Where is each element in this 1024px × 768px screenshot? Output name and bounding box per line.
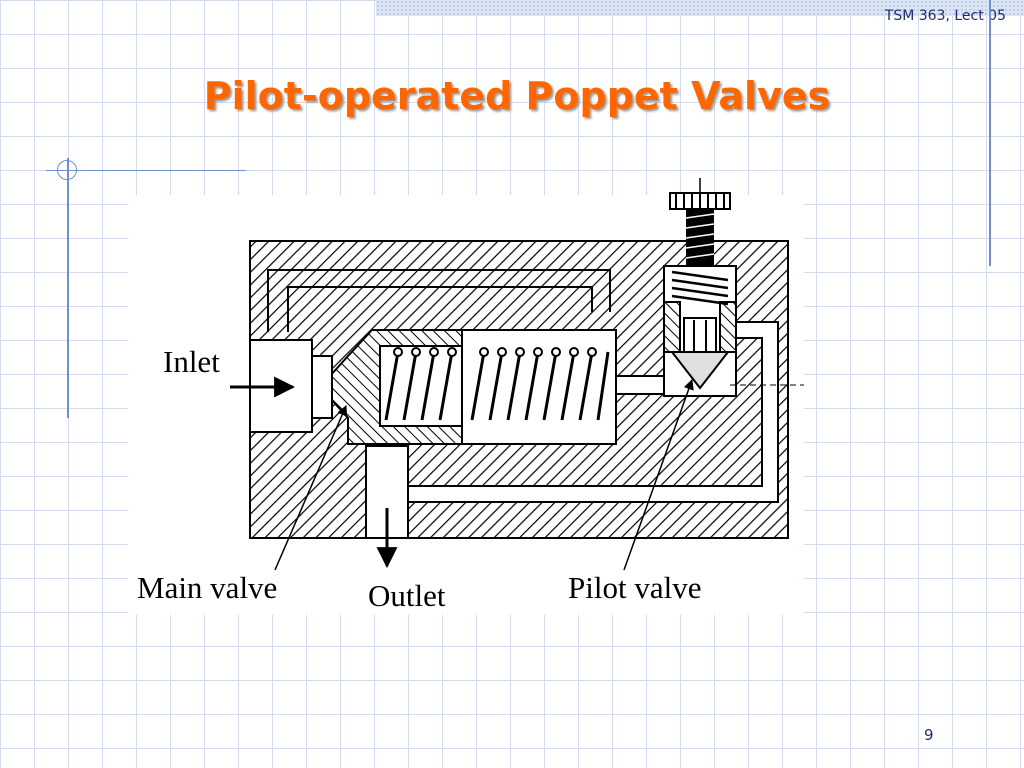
pilot-valve-leader bbox=[623, 379, 694, 571]
outlet-label: Outlet bbox=[368, 578, 446, 613]
pilot-stem-lines bbox=[693, 320, 707, 352]
pilot-spring bbox=[671, 270, 729, 306]
course-label: TSM 363, Lect 05 bbox=[884, 8, 1006, 24]
poppet-cavity bbox=[379, 345, 463, 427]
main-spring bbox=[384, 351, 610, 421]
main-valve-leader bbox=[274, 405, 348, 571]
pilot-poppet-cone bbox=[669, 351, 731, 390]
spring-ends bbox=[393, 347, 597, 357]
page-number: 9 bbox=[924, 726, 934, 744]
pilot-valve-label: Pilot valve bbox=[568, 570, 701, 605]
decor-line-left bbox=[67, 158, 69, 418]
slide-title: Pilot-operated Poppet Valves bbox=[203, 74, 831, 118]
knob-knurl bbox=[675, 193, 725, 209]
main-valve-label: Main valve bbox=[137, 570, 277, 605]
header-band bbox=[376, 0, 1024, 16]
decor-line-right bbox=[989, 0, 991, 266]
pilot-poppet-stem bbox=[683, 317, 717, 353]
pilot-passage bbox=[267, 269, 611, 332]
decor-line-horizontal bbox=[46, 170, 246, 171]
inlet-label: Inlet bbox=[163, 344, 220, 379]
decor-circle bbox=[57, 160, 77, 180]
screw-threads bbox=[685, 213, 715, 259]
inlet-throat bbox=[311, 355, 333, 419]
